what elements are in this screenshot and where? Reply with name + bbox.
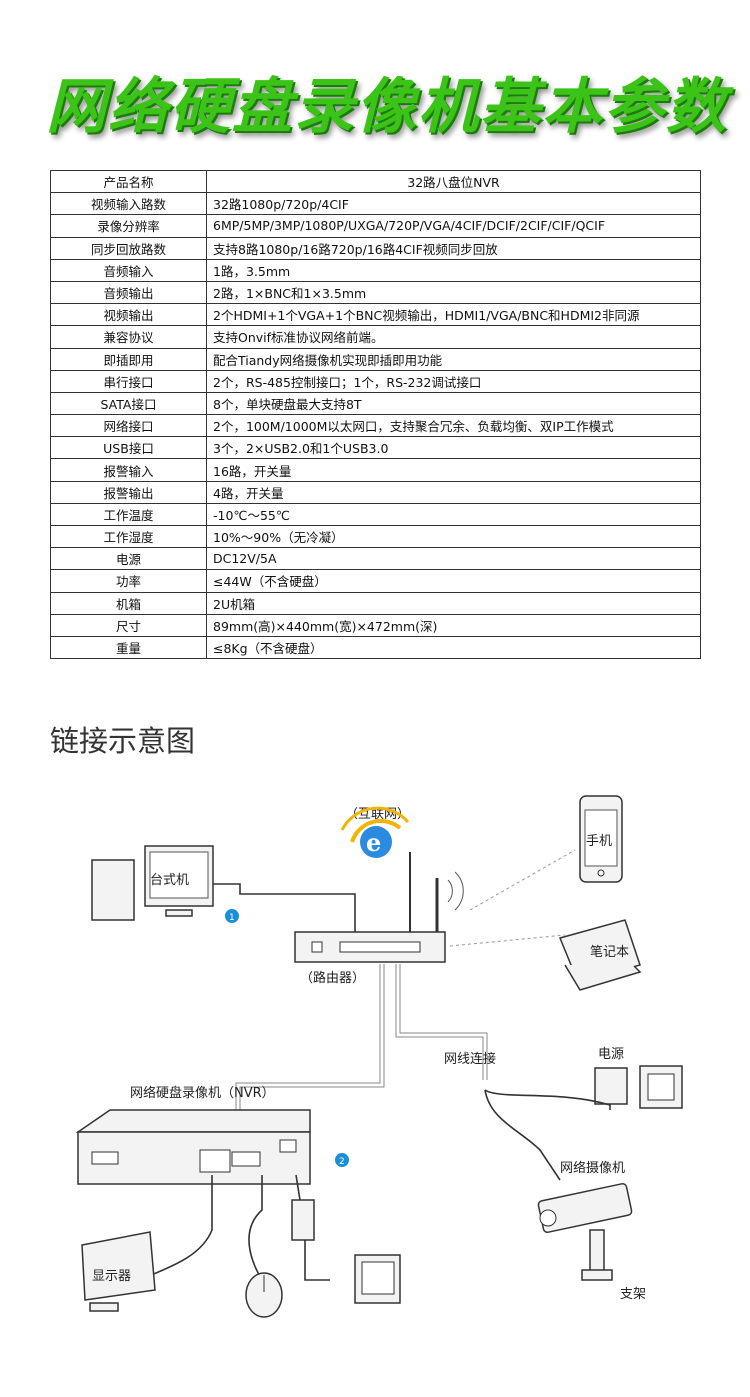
spec-row: 同步回放路数支持8路1080p/16路720p/16路4CIF视频同步回放 [50, 236, 701, 260]
spec-key: 即插即用 [50, 347, 207, 371]
power-label: 电源 [598, 1047, 624, 1062]
spec-value: 32路1080p/720p/4CIF [206, 192, 701, 216]
ip-camera [537, 1182, 633, 1281]
wall-socket [354, 1254, 401, 1304]
spec-value: -10℃～55℃ [206, 502, 701, 527]
spec-key: 录像分辨率 [50, 214, 207, 238]
nvr-device [75, 1109, 311, 1185]
monitor-label: 显示器 [92, 1269, 131, 1284]
spec-value: 8个，单块硬盘最大支持8T [206, 391, 701, 416]
spec-key: 功率 [50, 569, 207, 593]
phone-device: 手机 [579, 795, 623, 883]
internet-explorer-icon: e [340, 806, 410, 858]
spec-value: 4路，开关量 [206, 480, 701, 504]
spec-key: 重量 [50, 635, 207, 660]
spec-key: 报警输出 [50, 480, 207, 504]
spec-key: 串行接口 [50, 369, 207, 393]
spec-key: SATA接口 [50, 391, 207, 416]
router-device [294, 852, 464, 963]
spec-key: 工作温度 [50, 502, 207, 527]
monitor-device: 显示器 [81, 1231, 156, 1312]
router-label: （路由器） [300, 970, 365, 986]
spec-value: 10%～90%（无冷凝） [206, 524, 701, 549]
laptop-device: 笔记本 [558, 919, 642, 991]
spec-value: 2个，100M/1000M以太网口，支持聚合冗余、负载均衡、双IP工作模式 [206, 414, 701, 438]
spec-key: 音频输出 [50, 280, 207, 305]
power-outlet [594, 1065, 683, 1109]
power-adapter [291, 1199, 315, 1241]
spec-key: 视频输出 [50, 303, 207, 327]
page-title: 网络硬盘录像机基本参数 [46, 72, 728, 142]
spec-value: 3个，2×USB2.0和1个USB3.0 [206, 436, 701, 460]
nvr-label: 网络硬盘录像机（NVR） [130, 1085, 275, 1101]
spec-value: 32路八盘位NVR [206, 169, 701, 194]
spec-value: 1路，3.5mm [206, 258, 701, 282]
badge-1: 1 [229, 913, 235, 923]
spec-value: 支持8路1080p/16路720p/16路4CIF视频同步回放 [206, 236, 701, 260]
badge-2: 2 [339, 1157, 345, 1167]
spec-key: 机箱 [50, 591, 207, 615]
network-link-label: 网线连接 [444, 1051, 496, 1067]
spec-value: 6MP/5MP/3MP/1080P/UXGA/720P/VGA/4CIF/DCI… [206, 214, 701, 238]
bracket-label: 支架 [620, 1287, 646, 1302]
spec-value: 2个，RS-485控制接口；1个，RS-232调试接口 [206, 369, 701, 393]
desktop-label: 台式机 [150, 873, 189, 888]
spec-key: 工作湿度 [50, 524, 207, 549]
svg-text:e: e [366, 828, 381, 857]
spec-value: 配合Tiandy网络摄像机实现即插即用功能 [206, 347, 701, 371]
spec-key: 兼容协议 [50, 325, 207, 349]
spec-key: 报警输入 [50, 458, 207, 482]
spec-key: 电源 [50, 547, 207, 571]
spec-key: 产品名称 [50, 169, 207, 194]
spec-key: 尺寸 [50, 613, 207, 637]
spec-row: 重量≤8Kg（不含硬盘） [50, 635, 701, 660]
spec-value: 2U机箱 [206, 591, 701, 615]
phone-label: 手机 [586, 834, 612, 849]
spec-value: 支持Onvif标准协议网络前端。 [206, 325, 701, 349]
laptop-label: 笔记本 [590, 944, 629, 960]
spec-value: ≤8Kg（不含硬盘） [206, 635, 701, 660]
spec-key: USB接口 [50, 436, 207, 460]
spec-value: DC12V/5A [206, 547, 701, 571]
spec-row: 兼容协议支持Onvif标准协议网络前端。 [50, 325, 701, 349]
spec-value: 2个HDMI+1个VGA+1个BNC视频输出，HDMI1/VGA/BNC和HDM… [206, 303, 701, 327]
spec-key: 网络接口 [50, 414, 207, 438]
mouse-device [245, 1272, 283, 1318]
spec-key: 同步回放路数 [50, 236, 207, 260]
spec-value: ≤44W（不含硬盘） [206, 569, 701, 593]
spec-value: 89mm(高)×440mm(宽)×472mm(深) [206, 613, 701, 637]
spec-key: 视频输入路数 [50, 192, 207, 216]
desktop-computer: 台式机 [91, 845, 214, 921]
camera-label: 网络摄像机 [560, 1160, 625, 1176]
spec-value: 2路，1×BNC和1×3.5mm [206, 280, 701, 305]
spec-value: 16路，开关量 [206, 458, 701, 482]
spec-key: 音频输入 [50, 258, 207, 282]
spec-row: 即插即用配合Tiandy网络摄像机实现即插即用功能 [50, 347, 701, 371]
section-title: 链接示意图 [50, 724, 196, 758]
connection-diagram: （互联网） e 手机 台式机 1 （路由器） 笔记本 [75, 795, 683, 1318]
spec-row: 功率≤44W（不含硬盘） [50, 569, 701, 593]
spec-row: 工作温度-10℃～55℃ [50, 502, 701, 527]
